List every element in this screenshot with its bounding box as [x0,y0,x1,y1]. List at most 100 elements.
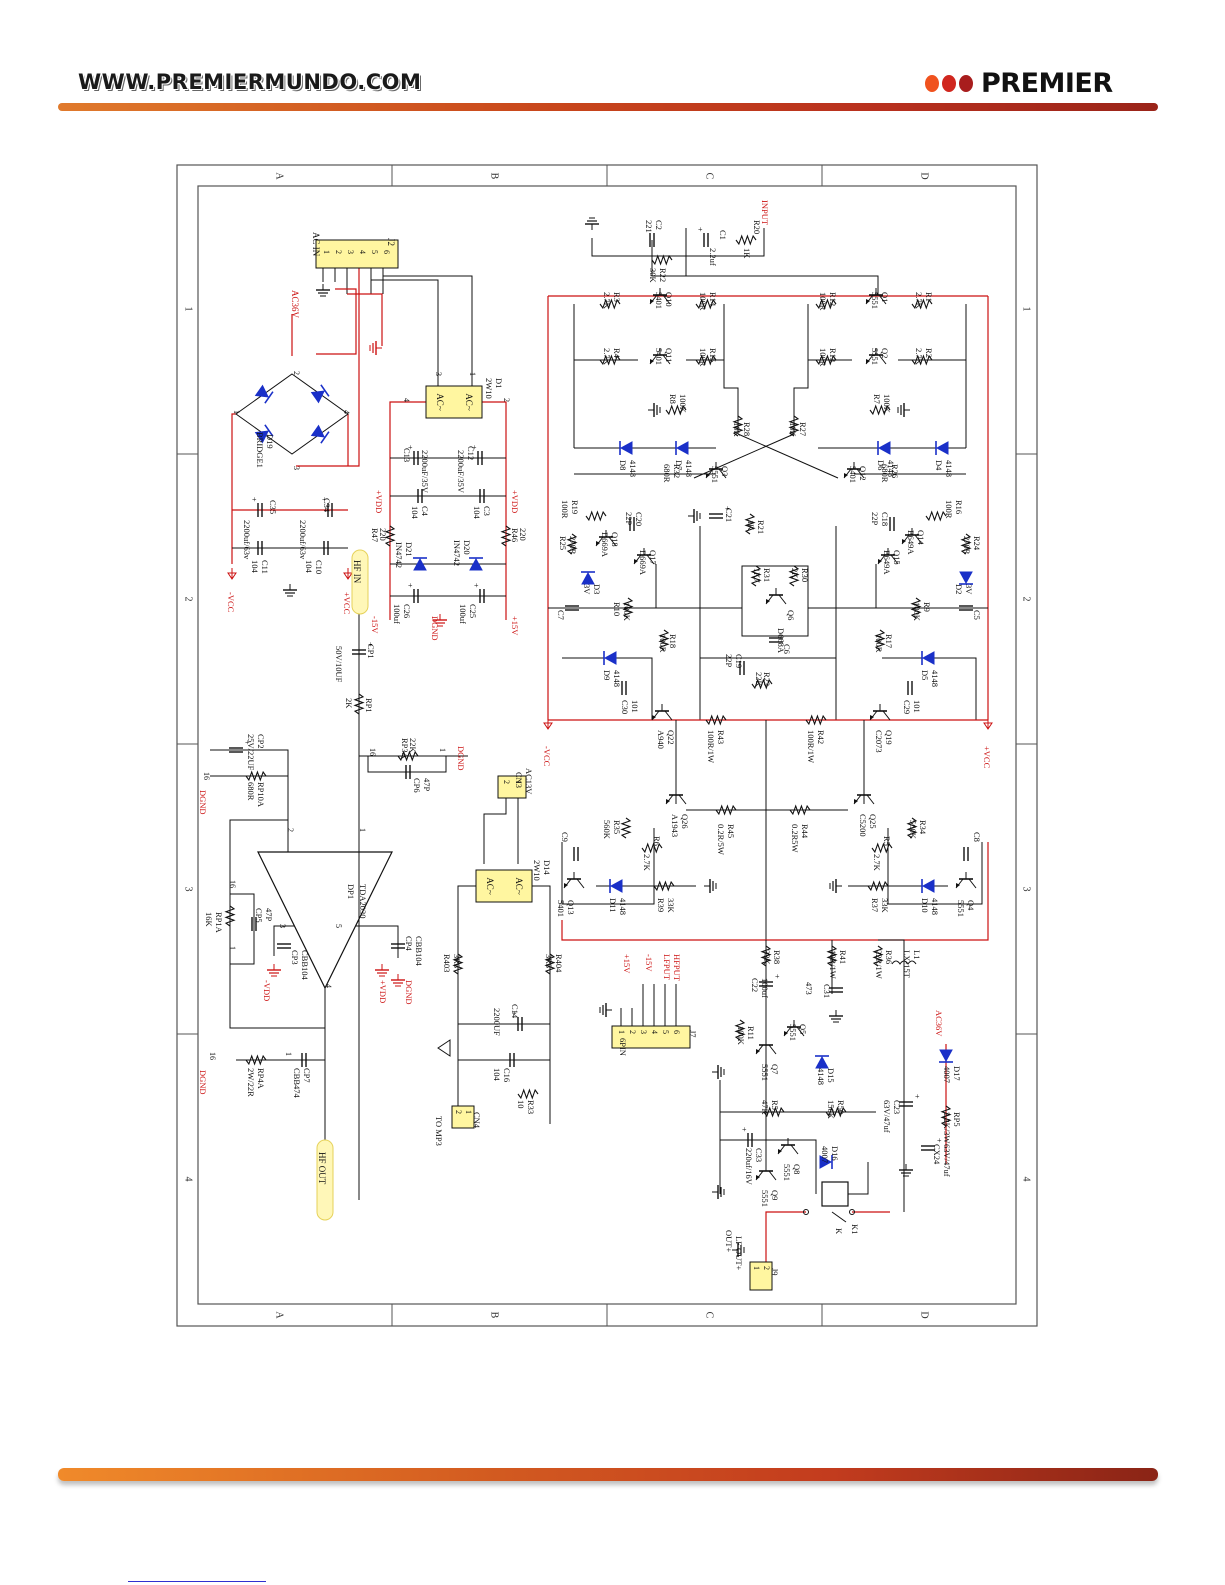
component-ref: R34 [918,820,928,835]
component-value: D668A [776,628,786,654]
zone-letter: A [274,1311,285,1319]
resistor-r34 [906,817,918,839]
component-ref: K1 [850,1224,860,1234]
component-value: 4148 [816,1068,826,1085]
component-value: 104 [492,1068,502,1082]
pin-number: 2 [286,828,295,832]
transistor-q12 [843,462,865,479]
signal-line [210,749,289,820]
vcc-pos-arrow [343,568,353,580]
pin-number: 2 [454,1110,463,1114]
wires [210,228,989,1266]
ground-icon [391,974,405,987]
signal-label: LFPUT [662,954,672,981]
capacitor-c4 [417,489,423,503]
connector-ref: CN4 [472,1112,482,1129]
zone-letter: B [489,173,500,180]
svg-text:+: + [252,495,257,504]
component-value: C5200 [858,814,868,837]
ground-icon [712,1065,725,1079]
component-ref: C19 [734,654,744,668]
component-ref: D15 [826,1068,836,1083]
component-value: 3V [582,584,592,595]
component-ref: Q17 [648,550,658,565]
component-ref: R27 [798,422,808,436]
component-ref: R39 [656,898,666,912]
resistor-r18 [658,629,670,651]
capacitor-c21: + [709,504,730,519]
ground-icon [375,964,389,977]
vcc-neg-arrow [227,568,237,580]
pin-number: 2 [762,1266,771,1270]
wire-output [765,1211,806,1266]
header-url[interactable]: WWW.PREMIERMUNDO.COM [78,70,422,94]
component-value: 2.7K [642,854,652,872]
transistor-q11 [649,348,671,365]
signal-line [723,304,739,434]
hf-out-connector [316,1139,334,1221]
signal-line [882,657,977,720]
signal-line [483,798,507,864]
component-ref: C4 [420,506,430,517]
component-value: 100R/1W [806,730,816,763]
ground-label: DGND [404,980,414,1005]
pin-number: 5 [334,924,343,928]
connector-ref: J9 [770,1268,780,1276]
transistor-q10 [649,288,671,305]
component-value: 63V/47uf [882,1100,892,1133]
bridge-diode-icon [310,424,330,444]
component-ref: R9 [922,602,932,612]
component-value: 100R/1W [706,730,716,763]
component-value: 4148 [684,460,694,477]
component-value: 680R [880,464,890,483]
ground-label: DGND [456,746,466,771]
component-ref: Q22 [666,730,676,745]
ground-icon [688,509,701,523]
supply-label: +15V [622,954,632,974]
pin-number: 4 [402,398,411,402]
zone-number: 2 [183,597,194,602]
resistor-r42 [805,714,827,726]
pin-number: 3 [292,466,301,470]
supply-label: -15V [644,954,654,972]
pin-number: 6 [382,250,391,254]
transistor-q7 [755,1038,777,1055]
ground-icon [897,403,910,417]
input-label: INPUT [760,200,770,226]
component-value: C2073 [874,730,884,753]
connector-ref: J7 [688,1030,698,1038]
capacitor-c20 [629,517,635,531]
component-ref: R31 [762,568,772,582]
component-ref: D3 [592,584,602,594]
component-value: 104 [304,560,314,574]
component-value: 2200UF [492,1008,502,1036]
component-value: B649A [882,550,892,575]
resistor-r46 [500,525,512,547]
resistor-rp1 [353,693,365,715]
footer-link-underline[interactable] [128,1581,266,1582]
component-ref: R11 [746,1026,756,1040]
supply-label: -VCC [226,592,236,613]
logo-dot [959,74,973,92]
ac36v-label: AC36V [934,1010,944,1037]
component-value: 30K [648,268,658,284]
zone-number: 3 [183,887,194,892]
component-ref: R37 [870,898,880,912]
svg-text:+: + [725,504,730,513]
component-ref: C34 [322,498,332,513]
component-value: 2K [790,568,800,579]
component-value: 5551 [956,900,966,917]
component-value: 5551 [760,1064,770,1081]
component-ref: R30 [800,568,810,582]
component-value: 5551 [710,466,720,483]
resistor-r35 [620,817,632,839]
logo-dots-icon [925,74,973,92]
ground-icon [267,964,281,977]
resistor-r20 [735,234,757,246]
svg-text:+: + [368,640,373,649]
component-value: 100K [678,394,688,414]
signal-line [887,828,983,905]
component-ref: C13 [402,448,412,462]
pin-number: 6 [672,1030,681,1034]
component-value: 10K [788,422,798,438]
